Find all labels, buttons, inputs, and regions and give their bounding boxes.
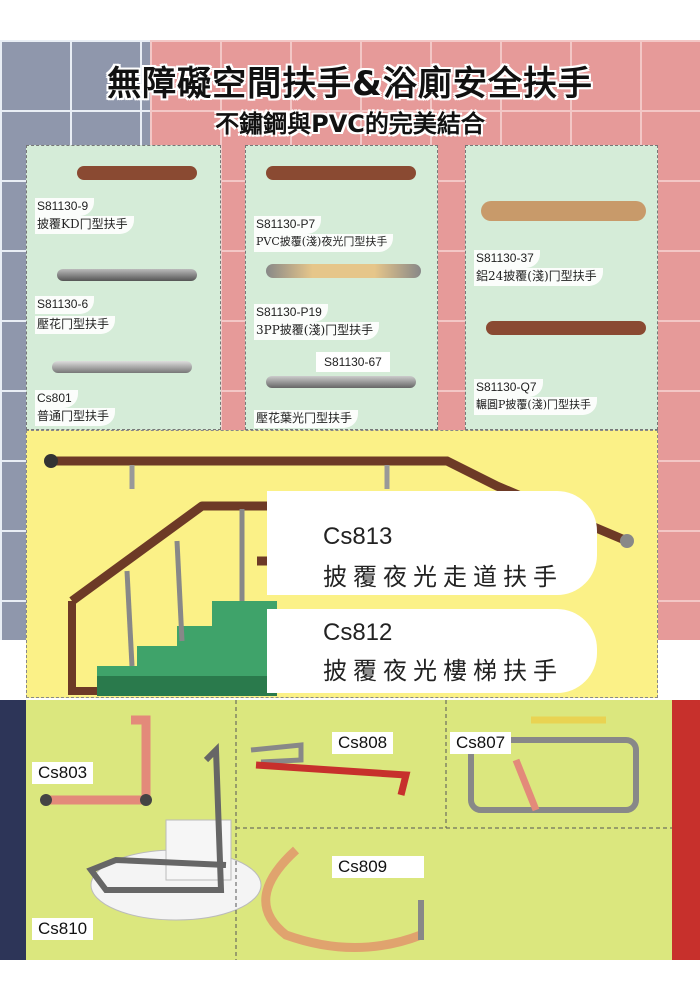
- product-code: S81130-37: [474, 250, 540, 268]
- grab-bar-wood: [266, 166, 416, 180]
- product-code: S81130-Q7: [474, 379, 543, 397]
- corridor-rail-name: 披覆夜光走道扶手: [323, 563, 563, 591]
- product-code: S81130-67: [316, 352, 390, 372]
- corridor-label-panel: [267, 491, 597, 595]
- cs807-label: Cs807: [450, 732, 512, 754]
- cs808-label: Cs808: [332, 732, 394, 754]
- red-stripe: [672, 700, 700, 960]
- product-code: S81130-P19: [254, 304, 328, 322]
- product-name: 披覆KD冂型扶手: [35, 216, 134, 234]
- cs810-label: Cs810: [32, 918, 94, 940]
- stair-rail-name: 披覆夜光樓梯扶手: [323, 657, 563, 685]
- page-subtitle: 不鏽鋼與PVC的完美結合: [215, 110, 485, 138]
- bathroom-section: Cs803 Cs810 Cs808 Cs807 Cs809: [26, 700, 672, 960]
- grab-bar-steel: [52, 361, 192, 373]
- product-panel-2: S81130-P7 PVC披覆(淺)夜光冂型扶手 S81130-P19 3PP披…: [245, 145, 438, 430]
- product-code: S81130-6: [35, 296, 95, 314]
- product-name: 輾圓P披覆(淺)冂型扶手: [474, 397, 597, 415]
- page-title: 無障礙空間扶手&浴廁安全扶手: [107, 64, 593, 104]
- product-code: S81130-P7: [254, 216, 322, 234]
- stair-rail-code: Cs812: [323, 619, 393, 646]
- grab-bar-wood: [77, 166, 197, 180]
- grab-bar-pp: [266, 264, 421, 278]
- grab-bar-wood-light: [481, 201, 646, 221]
- product-name: 壓花冂型扶手: [35, 316, 116, 334]
- grab-bar-wood: [486, 321, 646, 335]
- grab-bar-chrome: [57, 269, 197, 281]
- handrail-section: Cs813 披覆夜光走道扶手 Cs812 披覆夜光樓梯扶手: [26, 430, 658, 698]
- product-panel-1: S81130-9 披覆KD冂型扶手 S81130-6 壓花冂型扶手 Cs801 …: [26, 145, 221, 430]
- grab-bar-chrome: [266, 376, 416, 388]
- corridor-rail-code: Cs813: [323, 523, 393, 550]
- product-name: 普通冂型扶手: [35, 408, 116, 426]
- navy-stripe: [0, 700, 28, 960]
- stair-label-panel: [267, 609, 597, 693]
- cs803-label: Cs803: [32, 762, 94, 784]
- product-name: 壓花葉光冂型扶手: [254, 410, 359, 428]
- product-panel-3: S81130-37 鋁24披覆(淺)冂型扶手 S81130-Q7 輾圓P披覆(淺…: [465, 145, 658, 430]
- product-code: S81130-9: [35, 198, 95, 216]
- bathroom-illustration: [40, 700, 672, 960]
- product-code: Cs801: [35, 390, 78, 408]
- cs809-label: Cs809: [332, 856, 424, 878]
- product-name: 鋁24披覆(淺)冂型扶手: [474, 268, 603, 286]
- product-name: 3PP披覆(淺)冂型扶手: [254, 322, 380, 340]
- product-name: PVC披覆(淺)夜光冂型扶手: [254, 234, 394, 252]
